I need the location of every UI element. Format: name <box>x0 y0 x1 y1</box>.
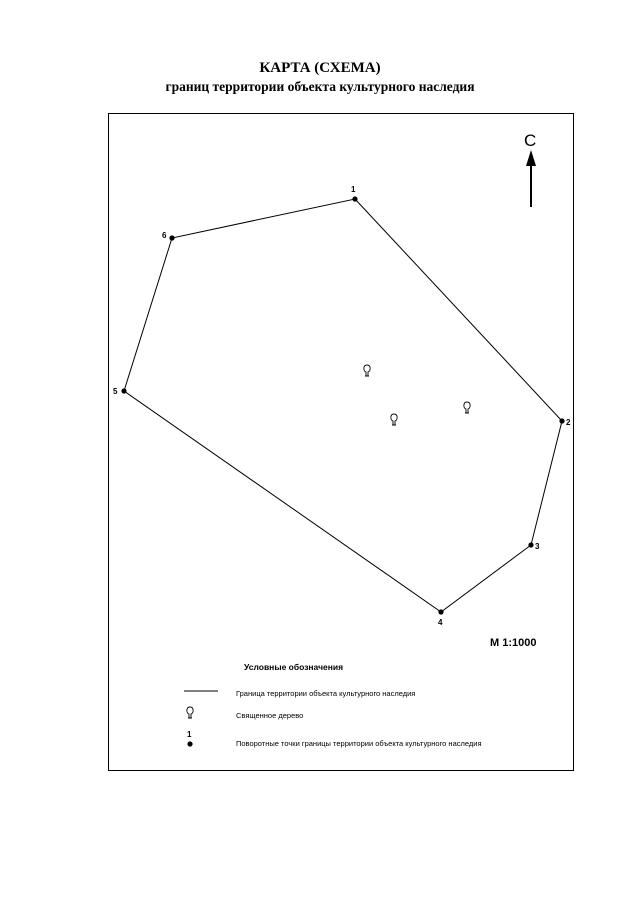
point-label-4: 4 <box>438 618 443 627</box>
point-label-1: 1 <box>351 185 356 194</box>
legend-item-sacred-tree: Священное дерево <box>236 711 304 720</box>
turning-point-1 <box>352 196 358 202</box>
legend-item-boundary: Граница территории объекта культурного н… <box>236 689 416 698</box>
scale-label: М 1:1000 <box>490 637 537 649</box>
north-arrow-icon <box>526 150 536 207</box>
turning-point-6 <box>169 235 175 241</box>
turning-point-2 <box>559 418 565 424</box>
tree-icon <box>186 706 194 719</box>
turning-point-3 <box>528 542 534 548</box>
legend-title: Условные обозначения <box>244 662 344 672</box>
north-label: С <box>524 131 536 150</box>
point-label-2: 2 <box>566 418 571 427</box>
turning-point-5 <box>121 388 127 394</box>
point-label-6: 6 <box>162 231 167 240</box>
map-subtitle: границ территории объекта культурного на… <box>165 79 475 94</box>
tree-icon <box>463 401 471 414</box>
tree-icon <box>363 364 371 377</box>
boundary-polygon <box>123 198 563 613</box>
turning-point-4 <box>438 609 444 615</box>
tree-icon <box>390 413 398 426</box>
point-label-3: 3 <box>535 542 540 551</box>
legend-item-turning-points: Поворотные точки границы территории объе… <box>236 739 482 748</box>
map-frame <box>108 113 574 771</box>
point-label-5: 5 <box>113 387 118 396</box>
map-title: КАРТА (СХЕМА) <box>259 60 381 76</box>
turning-point-icon <box>187 741 193 747</box>
legend-point-number: 1 <box>187 730 192 739</box>
